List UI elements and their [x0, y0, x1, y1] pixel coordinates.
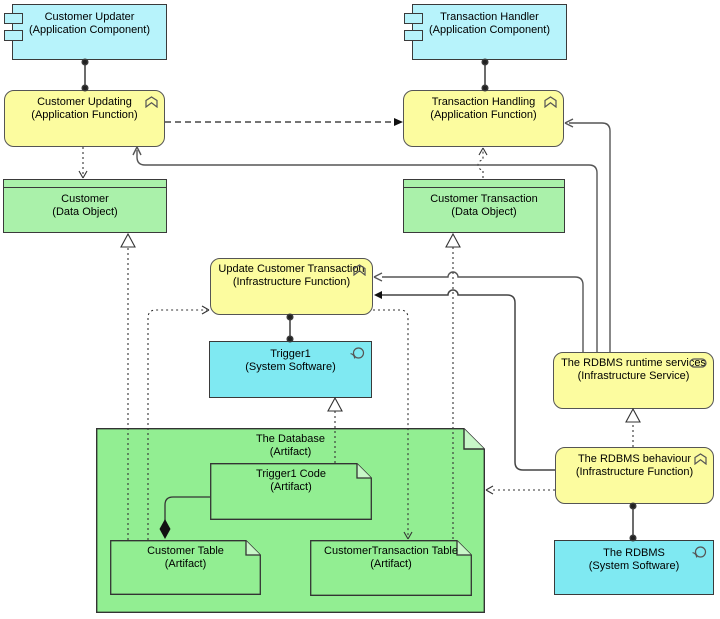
realization-rdbms-behaviour-to-rdbms-runtime-services: [625, 407, 641, 447]
access-customer-transaction-to-transaction-handling: [477, 147, 488, 178]
node-customer-updater[interactable]: Customer Updater (Application Component): [4, 4, 167, 60]
node-type-label: (Application Function): [31, 109, 138, 121]
node-type-label: (Artifact): [370, 558, 412, 570]
node-rdbms-behaviour[interactable]: The RDBMS behaviour (Infrastructure Func…: [555, 447, 714, 504]
node-label: Update Customer Transaction: [218, 263, 365, 275]
system-software-icon: [692, 546, 707, 558]
node-type-label: (Data Object): [451, 206, 517, 218]
node-type-label: (System Software): [588, 560, 680, 572]
node-customertransaction-table[interactable]: CustomerTransaction Table (Artifact): [310, 540, 472, 596]
node-label: Customer Updater: [44, 11, 135, 23]
assignment-transaction-handler-to-transaction-handling: [481, 58, 489, 92]
access-rdbms-behaviour-to-the-database: [485, 485, 555, 495]
flow-customer-updating-to-transaction-handling: [165, 118, 403, 126]
function-chevron-icon: [694, 453, 707, 465]
node-transaction-handler[interactable]: Transaction Handler (Application Compone…: [404, 4, 567, 60]
usedby-rdbms-runtime-services-to-update-customer-transaction: [373, 271, 584, 352]
artifact-shape: [110, 540, 261, 595]
node-type-label: (Application Component): [428, 24, 551, 36]
node-label: Customer: [61, 193, 109, 205]
node-type-label: (Application Function): [430, 109, 537, 121]
node-transaction-handling[interactable]: Transaction Handling (Application Functi…: [403, 90, 564, 147]
data-object-band: [404, 180, 564, 188]
artifact-shape: [310, 540, 472, 596]
node-type-label: (Artifact): [269, 446, 312, 458]
node-type-label: (Data Object): [52, 206, 118, 218]
node-type-label: (System Software): [245, 361, 336, 373]
node-label: Trigger1 Code: [256, 468, 326, 480]
node-type-label: (Artifact): [164, 558, 207, 570]
node-label: The Database: [255, 433, 326, 445]
data-object-band: [4, 180, 166, 188]
node-label: Customer Table: [147, 545, 224, 557]
node-the-rdbms[interactable]: The RDBMS (System Software): [554, 540, 714, 595]
node-label: The RDBMS runtime services: [561, 357, 706, 369]
node-rdbms-runtime-services[interactable]: The RDBMS runtime services (Infrastructu…: [553, 352, 714, 409]
node-label: Trigger1: [270, 348, 311, 360]
node-type-label: (Application Component): [28, 24, 151, 36]
node-label: The RDBMS: [603, 547, 665, 559]
node-label: Transaction Handler: [440, 11, 539, 23]
system-software-icon: [350, 347, 365, 359]
access-customer-updating-to-customer: [78, 147, 88, 179]
service-icon: [689, 358, 707, 368]
node-label: Customer Updating: [37, 96, 132, 108]
function-chevron-icon: [353, 264, 366, 276]
assignment-rdbms-behaviour-to-the-rdbms: [629, 502, 637, 542]
node-customer-table[interactable]: Customer Table (Artifact): [110, 540, 261, 595]
node-customer-transaction[interactable]: Customer Transaction (Data Object): [403, 179, 565, 233]
node-label: CustomerTransaction Table: [324, 545, 458, 557]
assignment-customer-updater-to-customer-updating: [81, 58, 89, 92]
node-type-label: (Infrastructure Function): [232, 276, 351, 288]
assignment-update-customer-transaction-to-trigger1: [286, 313, 294, 343]
node-customer-updating[interactable]: Customer Updating (Application Function): [4, 90, 165, 147]
node-customer[interactable]: Customer (Data Object): [3, 179, 167, 233]
node-type-label: (Infrastructure Service): [577, 370, 690, 382]
function-chevron-icon: [544, 96, 557, 108]
node-label: Customer Transaction: [430, 193, 538, 205]
usedby-rdbms-runtime-services-to-customer-updating: [132, 146, 598, 352]
node-type-label: (Artifact): [270, 481, 312, 493]
artifact-shape: [210, 463, 372, 520]
node-label: The RDBMS behaviour: [577, 453, 692, 465]
node-label: Transaction Handling: [431, 96, 536, 108]
node-update-customer-transaction[interactable]: Update Customer Transaction (Infrastruct…: [210, 258, 373, 315]
function-chevron-icon: [145, 96, 158, 108]
node-type-label: (Infrastructure Function): [575, 466, 694, 478]
node-trigger1-code[interactable]: Trigger1 Code (Artifact): [210, 463, 372, 520]
usedby-rdbms-runtime-services-to-transaction-handling: [564, 118, 611, 352]
node-trigger1[interactable]: Trigger1 (System Software): [209, 341, 372, 398]
